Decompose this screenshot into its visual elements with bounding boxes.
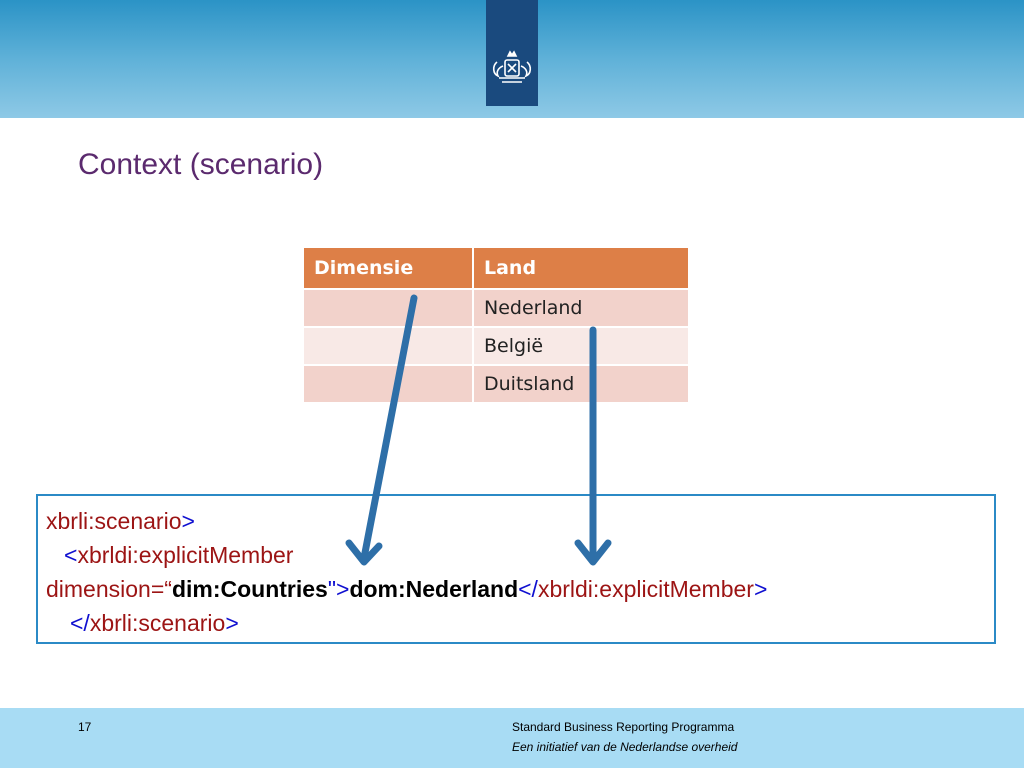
xbrl-code-box (36, 494, 996, 644)
code-token: xbrli:scenario (89, 610, 226, 636)
code-token: > (753, 576, 768, 602)
code-token: < (64, 542, 78, 568)
royal-coat-of-arms-icon (492, 50, 532, 83)
code-token: "> (327, 576, 350, 602)
code-line-2: <xbrldi:explicitMember (64, 542, 293, 569)
table-header-row: Dimensie Land (302, 246, 690, 290)
code-token: xbrldi:explicitMember (77, 542, 294, 568)
table-cell (302, 364, 474, 404)
table-cell: België (472, 326, 690, 366)
slide-title: Context (scenario) (78, 148, 324, 181)
table-row: Nederland (302, 288, 690, 328)
code-token: dom:Nederland (349, 576, 519, 602)
code-line-3: dimension=“dim:Countries">dom:Nederland<… (46, 576, 767, 603)
code-token: xbrli:scenario (46, 508, 182, 534)
column-header-land: Land (472, 246, 690, 290)
code-line-4: </xbrli:scenario> (70, 610, 239, 637)
code-token: </ (518, 576, 538, 602)
code-line-1: xbrli:scenario> (46, 508, 195, 535)
table-row: Duitsland (302, 364, 690, 404)
dimension-table: Dimensie Land Nederland België Duitsland (302, 246, 690, 404)
government-logo (486, 0, 538, 106)
table-row: België (302, 326, 690, 366)
footer-band (0, 708, 1024, 768)
code-token: dimension=“ (46, 576, 172, 602)
footer-programme: Standard Business Reporting Programma (512, 720, 735, 734)
code-token: </ (70, 610, 90, 636)
table-cell: Nederland (472, 288, 690, 328)
code-token: xbrldi:explicitMember (537, 576, 754, 602)
table-cell (302, 326, 474, 366)
table-cell: Duitsland (472, 364, 690, 404)
code-token: > (225, 610, 239, 636)
code-token: > (181, 508, 195, 534)
footer-tagline: Een initiatief van de Nederlandse overhe… (512, 740, 738, 754)
table-cell (302, 288, 474, 328)
page-number: 17 (78, 720, 92, 734)
code-token: dim:Countries (171, 576, 328, 602)
column-header-dimensie: Dimensie (302, 246, 474, 290)
